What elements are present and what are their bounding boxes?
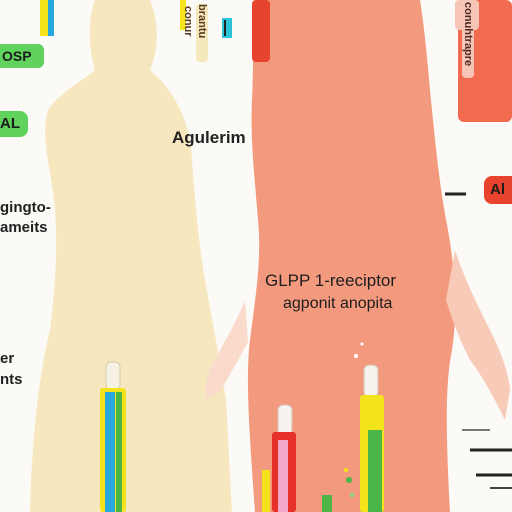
bottom-green-stripe <box>322 495 332 512</box>
left-bottom-line2: nts <box>0 371 23 388</box>
vertical-label-2: brantu <box>196 4 208 62</box>
top-bar-yellow-2 <box>180 0 186 30</box>
top-bar-yellow <box>40 0 48 36</box>
left-bottom-line1: er <box>0 350 15 367</box>
left-text-line2: ameits <box>0 219 48 236</box>
center-vial-right <box>344 342 384 512</box>
vertical-label-1: conur <box>182 6 194 37</box>
top-bar-red <box>252 0 270 62</box>
right-arm <box>446 250 510 420</box>
left-vial <box>100 361 126 512</box>
main-title-line2: agponit anopita <box>283 295 393 312</box>
left-tag: AL <box>0 111 28 137</box>
center-label: Agulerim <box>172 128 246 147</box>
left-text-line1: gingto- <box>0 199 51 216</box>
right-body-silhouette <box>247 0 456 512</box>
left-body-silhouette <box>30 0 232 512</box>
top-bar-teal <box>222 18 232 38</box>
right-tag: Al <box>484 176 512 204</box>
vertical-label-3: conuhtrapre <box>462 2 474 78</box>
center-vial-left <box>262 404 296 512</box>
left-arm <box>205 300 248 398</box>
top-bar-blue <box>48 0 54 36</box>
main-title-line1: GLPP 1-reeciptor <box>265 271 397 290</box>
top-left-tag: OSP <box>0 44 44 68</box>
